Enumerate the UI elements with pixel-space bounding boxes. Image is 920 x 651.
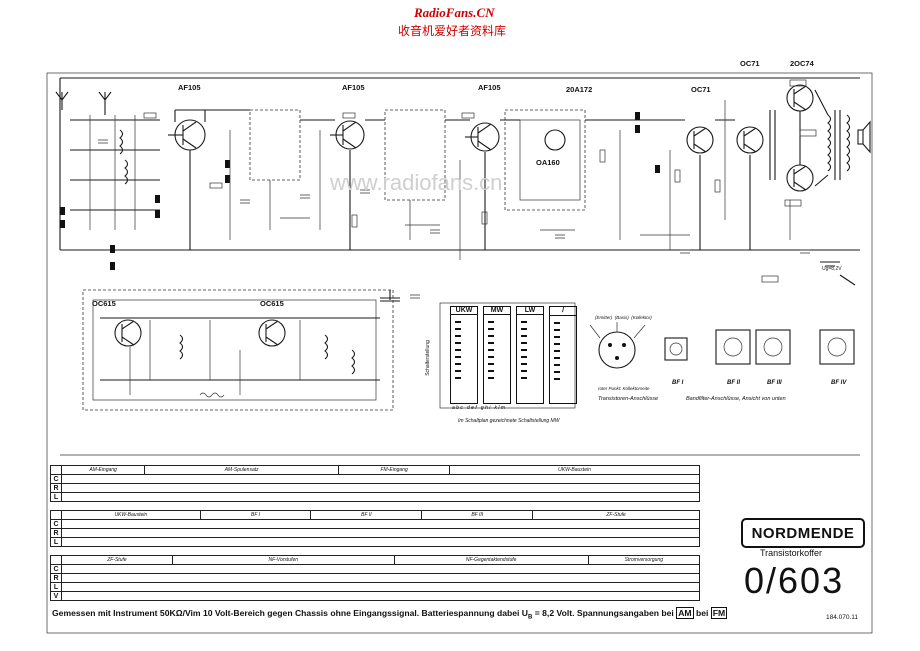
t1-row-r: R [50,483,62,493]
label-af105-2: AF105 [342,83,365,92]
footer-sub: B [528,614,533,621]
footer-am: AM [676,607,694,619]
page-frame [46,72,873,634]
t2-group-bf1: BF I [199,510,312,520]
capacitors [98,139,810,299]
transistor-20a172 [519,119,581,201]
label-battery: Ug=8,2V [822,266,842,272]
transistor-af105-1 [168,109,206,151]
bandfilter-label-4: BF IV [831,380,847,386]
bandfilter-label-3: BF III [767,380,782,386]
speaker-icon [857,120,871,154]
measurement-note: Gemessen mit Instrument 50KΩ/Vim 10 Volt… [52,607,728,621]
switch-col-letters: a b c d e f g h i k l m [452,405,506,411]
brand-logo: NORDMENDE [741,518,865,548]
t2-row-l: L [50,537,62,547]
transistor-oc71-2 [736,126,764,154]
transistor-oc71-1 [686,126,714,154]
switch-box-ukw: UKW [450,306,478,404]
bandfilter-diagrams [664,329,855,365]
antenna-symbol [55,91,112,115]
bandfilter-label-2: BF II [727,380,740,386]
footer-bei: bei [695,608,709,618]
t3-group-nf-end: NF-Gegentaktendstufe [393,555,589,565]
t1-group-am-spulensatz: AM-Spulensatz [144,465,340,475]
label-oc615-2: OC615 [260,299,284,308]
label-20a172: 20A172 [566,85,592,94]
am-section-box [82,289,394,411]
label-oa160: OA160 [536,158,560,167]
label-oc71-1: OC71 [691,85,711,94]
t1-group-ukw-baustein: UKW-Baustein [449,465,700,475]
transistor-af105-3 [465,122,500,152]
transistor-pin-labels: (Emitter) (Basis) (Kollektor) [595,315,652,320]
t3-group-zf: ZF-Stufe [61,555,173,565]
t3-group-strom: Stromversorgung [587,555,701,565]
component-table-2: UKW-Baustein BF I BF II BF III ZF-Stufe … [50,510,700,547]
transistor-2oc74-bottom [786,164,814,192]
switch-box-lw: LW [516,306,544,404]
resistors [143,79,817,283]
bandfilter-caption: Bandfilter-Anschlüsse, Ansicht von unten [686,396,786,402]
switch-box-l-label: 𝑙 [550,307,576,316]
bf-i-box [249,109,301,181]
transistor-pin-note: roter Punkt: Kollektorseite [598,386,650,391]
switch-box-mw: MW [483,306,511,404]
t3-row-v: V [50,591,62,601]
brand-text: NORDMENDE [751,524,855,542]
transistor-oc615-1 [114,319,142,347]
t3-row-c: C [50,564,62,574]
battery-symbol [820,261,856,286]
transistor-pin-caption: Transistoren-Anschlüsse [598,396,659,402]
t3-row-l: L [50,582,62,592]
site-subtitle: 收音机爱好者资料库 [398,24,507,38]
t2-row-r: R [50,528,62,538]
watermark-text: www.radiofans.cn [329,170,502,195]
t3-row-r: R [50,573,62,583]
transistor-pin-diagram [589,322,646,369]
bf-iii-box [504,109,586,211]
label-oc615-1: OC615 [92,299,116,308]
component-table-1: AM-Eingang AM-Spulensatz FM-Eingang UKW-… [50,465,700,502]
t1-group-am-eingang: AM-Eingang [60,465,146,475]
t2-group-zf: ZF-Stufe [532,510,700,520]
product-subtitle: Transistorkoffer [760,548,823,558]
label-2oc74: 2OC74 [790,59,815,68]
t2-group-ukw: UKW-Baustein [61,510,201,520]
transistor-2oc74-top [786,84,814,112]
switch-box-l: 𝑙 [549,306,577,404]
footer-fm: FM [710,607,728,619]
switch-caption: Im Schaltplan gezeichnete Schaltstellung… [458,418,560,424]
switch-diagram-area [439,302,576,409]
site-title: RadioFans.CN [414,5,495,20]
component-table-3: ZF-Stufe NF-Vorstufen NF-Gegentaktendstu… [50,555,701,601]
t2-group-bf3: BF III [421,510,534,520]
switch-side-label: Schalterstellung [424,340,431,376]
footer-text: Gemessen mit Instrument 50KΩ/Vim 10 Volt… [52,608,529,618]
label-af105-3: AF105 [478,83,501,92]
output-transformer [827,110,851,180]
label-oc71-2: OC71 [740,59,760,68]
bf-ii-box [384,109,446,201]
t1-row-c: C [50,474,62,484]
transistor-oc615-2 [258,319,286,347]
transistor-af105-2 [330,120,365,150]
document-number: 184.070.11 [826,614,859,621]
switch-box-mw-label: MW [484,307,510,315]
switch-box-ukw-label: UKW [451,307,477,315]
t1-group-fm-eingang: FM-Eingang [338,465,451,475]
bandfilter-label-1: BF I [672,380,684,386]
t2-row-c: C [50,519,62,529]
t3-group-nf-vor: NF-Vorstufen [171,555,395,565]
model-number: 0/603 [744,560,845,601]
label-af105-1: AF105 [178,83,201,92]
switch-box-lw-label: LW [517,307,543,315]
footer-text2: = 8,2 Volt. Spannungsangaben bei [534,608,674,618]
wave-switch-contacts [60,112,660,270]
t1-row-l: L [50,492,62,502]
t2-group-bf2: BF II [310,510,423,520]
